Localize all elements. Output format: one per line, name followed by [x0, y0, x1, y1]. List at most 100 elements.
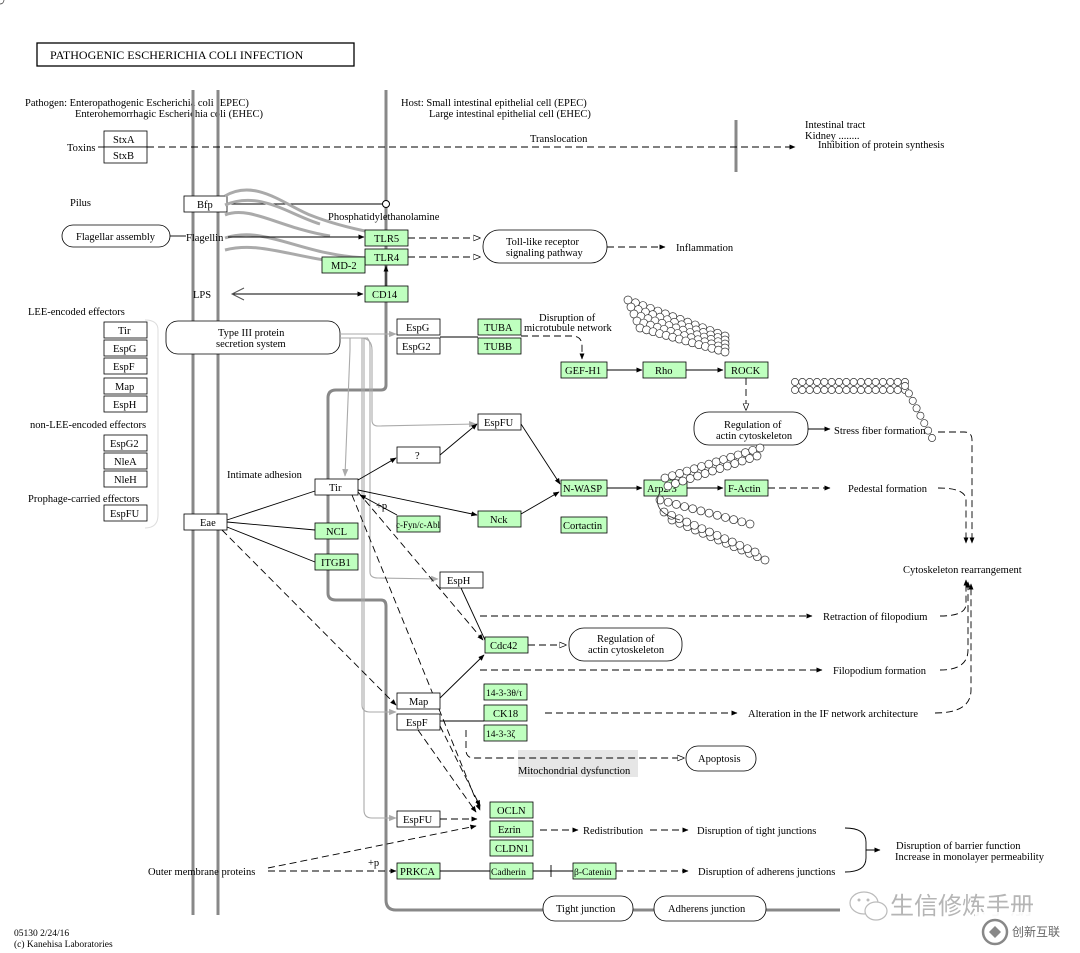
- actin-bead: [667, 471, 677, 481]
- actin-bead: [871, 378, 880, 386]
- disruption-mt-label2: microtubule network: [524, 323, 613, 334]
- node-tlr5[interactable]: TLR5: [364, 229, 409, 247]
- node-nlea[interactable]: NleA: [103, 452, 148, 470]
- actin-bead: [920, 419, 929, 428]
- actin-bead: [675, 469, 684, 478]
- node-nck[interactable]: Nck: [477, 510, 522, 528]
- node-cldn1[interactable]: CLDN1: [489, 839, 534, 857]
- svg-text:GEF-H1: GEF-H1: [565, 366, 601, 377]
- node-ezrin[interactable]: Ezrin: [489, 820, 534, 838]
- logo-icon: [981, 918, 1009, 946]
- svg-text:Flagellar assembly: Flagellar assembly: [76, 232, 156, 243]
- node-ck18[interactable]: CK18: [483, 704, 528, 722]
- node-tir-left[interactable]: Tir: [103, 321, 148, 339]
- pilus-label: Pilus: [70, 198, 91, 209]
- node-espg-left[interactable]: EspG: [103, 339, 148, 357]
- node-tubb[interactable]: TUBB: [477, 337, 522, 355]
- node-prkca[interactable]: PRKCA: [396, 862, 441, 880]
- svg-text:EspG: EspG: [113, 344, 137, 355]
- actin-bead: [680, 502, 689, 511]
- node-espfu-bottom[interactable]: EspFU: [396, 810, 441, 828]
- svg-text:TUBA: TUBA: [484, 323, 513, 334]
- actin-bead: [901, 382, 909, 390]
- flagellar-assembly-box[interactable]: Flagellar assembly: [61, 224, 171, 248]
- svg-text:EspG: EspG: [406, 323, 430, 334]
- node-espg2-right[interactable]: EspG2: [396, 337, 441, 355]
- actin-bead: [912, 404, 921, 413]
- actin-bead: [704, 508, 714, 518]
- t3ss-box[interactable]: Type III protein secretion system: [165, 320, 341, 355]
- actin-bead: [893, 386, 902, 394]
- node-stxb[interactable]: StxB: [103, 146, 148, 164]
- node-espfu-left[interactable]: EspFU: [103, 504, 148, 522]
- regulation-actin-box-2[interactable]: Regulation of actin cytoskeleton: [568, 627, 683, 662]
- svg-text:CK18: CK18: [493, 709, 518, 720]
- node-cd14[interactable]: CD14: [364, 285, 409, 303]
- svg-text:CLDN1: CLDN1: [495, 844, 529, 855]
- actin-bead: [745, 454, 754, 463]
- svg-text:Map: Map: [115, 382, 134, 393]
- actin-bead: [760, 555, 770, 565]
- svg-text:Toll-like receptor: Toll-like receptor: [506, 237, 580, 248]
- node-itgb1[interactable]: ITGB1: [314, 553, 359, 571]
- node-stxa[interactable]: StxA: [103, 130, 148, 148]
- adherens-junction-box[interactable]: Adherens junction: [653, 895, 767, 922]
- actin-bead: [791, 386, 799, 394]
- svg-text:OCLN: OCLN: [497, 806, 526, 817]
- node-md2[interactable]: MD-2: [321, 256, 366, 274]
- svg-text:Arp2/3: Arp2/3: [647, 484, 677, 495]
- svg-text:EspFU: EspFU: [484, 418, 514, 429]
- node-rho[interactable]: Rho: [642, 361, 687, 379]
- node-nwasp[interactable]: N-WASP: [560, 479, 608, 497]
- node-cadherin[interactable]: Cadherin: [489, 862, 534, 880]
- svg-text:secretion system: secretion system: [216, 339, 286, 350]
- inhibition-label: Inhibition of protein synthesis: [818, 140, 944, 151]
- host-line2: Large intestinal epithelial cell (EHEC): [429, 109, 591, 120]
- regulation-actin-box-1[interactable]: Regulation of actin cytoskeleton: [693, 411, 809, 446]
- node-bcatenin[interactable]: β-Catenin: [572, 862, 617, 880]
- node-factin[interactable]: F-Actin: [724, 479, 769, 497]
- node-tuba[interactable]: TUBA: [477, 318, 522, 336]
- node-gefh1[interactable]: GEF-H1: [560, 361, 608, 379]
- actin-bead: [689, 520, 699, 530]
- actin-bead: [842, 378, 851, 386]
- node-esph-right[interactable]: EspH: [439, 571, 484, 589]
- node-1433q[interactable]: 14-3-3θ/τ: [483, 683, 528, 701]
- actin-bead: [813, 386, 821, 394]
- actin-bead: [886, 386, 895, 394]
- actin-bead: [688, 504, 698, 514]
- node-tlr4[interactable]: TLR4: [364, 248, 409, 266]
- node-cdc42[interactable]: Cdc42: [484, 636, 529, 654]
- actin-bead: [857, 378, 865, 386]
- node-ncl[interactable]: NCL: [314, 522, 359, 540]
- svg-text:StxB: StxB: [113, 151, 134, 162]
- node-espf-left[interactable]: EspF: [103, 357, 148, 375]
- tlr-signaling-box[interactable]: Toll-like receptor signaling pathway: [482, 229, 608, 264]
- actin-bead: [660, 473, 670, 483]
- disr-tight-label: Disruption of tight junctions: [697, 826, 816, 837]
- svg-text:CD14: CD14: [372, 290, 398, 301]
- node-espg-right[interactable]: EspG: [396, 318, 441, 336]
- node-map-right[interactable]: Map: [396, 692, 441, 710]
- node-bfp[interactable]: Bfp: [183, 195, 228, 213]
- node-espf-right[interactable]: EspF: [396, 713, 441, 731]
- wechat-icon: [849, 891, 888, 921]
- node-espfu-right[interactable]: EspFU: [477, 413, 522, 431]
- apoptosis-box[interactable]: Apoptosis: [685, 745, 757, 772]
- node-rock[interactable]: ROCK: [724, 361, 769, 379]
- node-map-left[interactable]: Map: [103, 377, 148, 395]
- node-eae[interactable]: Eae: [183, 513, 228, 531]
- tight-junction-box[interactable]: Tight junction: [542, 895, 634, 922]
- node-esph-left[interactable]: EspH: [103, 395, 148, 413]
- node-1433z[interactable]: 14-3-3ζ: [483, 724, 528, 742]
- node-espg2-left[interactable]: EspG2: [103, 434, 148, 452]
- node-ocln[interactable]: OCLN: [489, 801, 534, 819]
- svg-text:Nck: Nck: [490, 515, 508, 526]
- node-question[interactable]: ?: [396, 446, 441, 464]
- svg-text:TLR5: TLR5: [374, 234, 399, 245]
- svg-text:Map: Map: [409, 697, 428, 708]
- node-cfyn[interactable]: c-Fyn/c-Abl: [396, 515, 440, 533]
- node-cortactin[interactable]: Cortactin: [560, 516, 608, 534]
- node-tir-right[interactable]: Tir: [314, 478, 359, 496]
- node-nleh[interactable]: NleH: [103, 470, 148, 488]
